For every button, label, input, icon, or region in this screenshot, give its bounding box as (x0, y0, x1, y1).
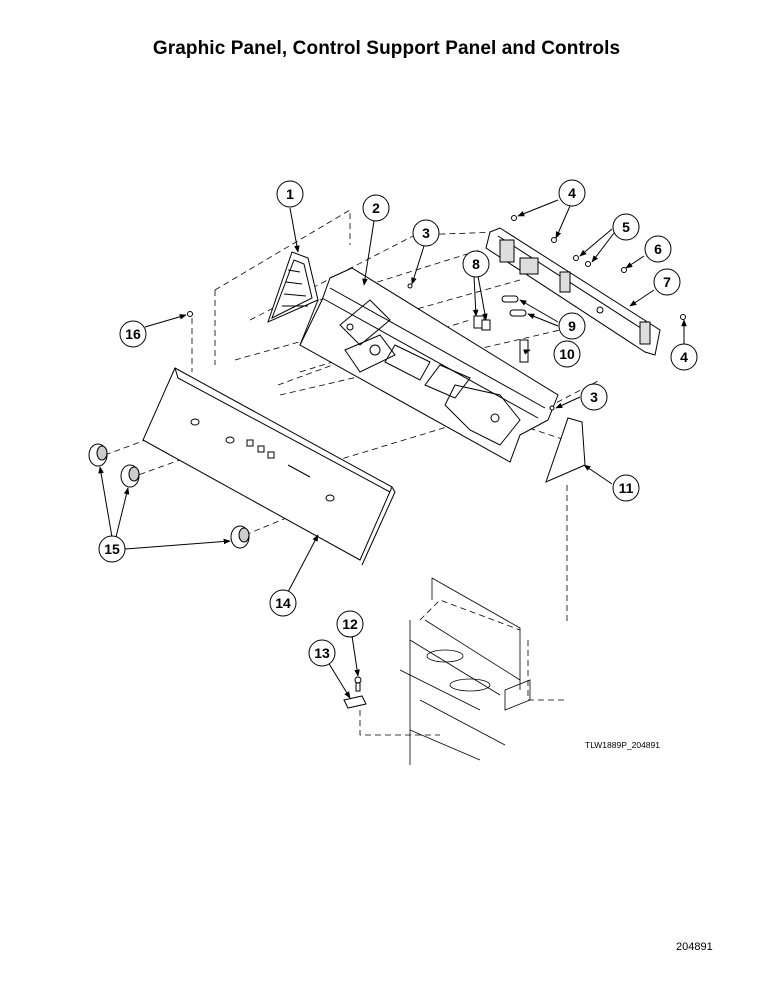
callout-circle (412, 219, 440, 247)
callout-circle (269, 589, 297, 617)
knob-1 (88, 443, 108, 467)
callout-circle (308, 639, 336, 667)
callout-label: 13 (314, 645, 330, 661)
callout-label: 10 (559, 346, 575, 362)
page-number: 204891 (676, 941, 713, 953)
callout-10: 10 (553, 340, 581, 368)
callout-circle (612, 474, 640, 502)
callout-6: 6 (644, 235, 672, 263)
callout-label: 11 (619, 480, 634, 496)
callout-label: 12 (342, 616, 358, 632)
callout-circle (276, 180, 304, 208)
part-15-knobs (88, 443, 250, 549)
callout-circle (336, 610, 364, 638)
callout-label: 4 (568, 185, 576, 201)
part-1-side-bracket (267, 251, 319, 323)
callout-13: 13 (308, 639, 336, 667)
cabinet-top-view (399, 577, 531, 765)
knob-2 (120, 464, 140, 488)
callout-label: 4 (680, 349, 688, 365)
callout-circle (558, 312, 586, 340)
leader-lines (98, 199, 687, 699)
callout-circle (462, 250, 490, 278)
part-7-control-board (485, 227, 661, 356)
part-8-switch (473, 315, 491, 331)
callout-label: 15 (104, 541, 120, 557)
callout-label: 5 (622, 219, 630, 235)
callout-label: 16 (125, 326, 141, 342)
part-2-control-support-panel (299, 267, 559, 463)
callout-label: 9 (568, 318, 576, 334)
callout-9: 9 (558, 312, 586, 340)
callout-3-upper: 3 (412, 219, 440, 247)
callout-1: 1 (276, 180, 304, 208)
callout-circle (558, 179, 586, 207)
callout-3-lower: 3 (580, 383, 608, 411)
callout-label: 8 (472, 256, 480, 272)
part-13-clip (343, 695, 367, 709)
callout-circle (644, 235, 672, 263)
callout-circle (362, 194, 390, 222)
drawing-code: TLW1889P_204891 (585, 740, 660, 750)
callout-8: 8 (462, 250, 490, 278)
callout-14: 14 (269, 589, 297, 617)
callout-circle (98, 535, 126, 563)
callout-label: 2 (372, 200, 380, 216)
callout-label: 6 (654, 241, 662, 257)
callout-label: 1 (286, 186, 294, 202)
callout-11: 11 (612, 474, 640, 502)
callout-4-upper: 4 (558, 179, 586, 207)
page-title: Graphic Panel, Control Support Panel and… (152, 38, 621, 59)
callout-circle (119, 320, 147, 348)
callout-15: 15 (98, 535, 126, 563)
callout-circle (580, 383, 608, 411)
callout-circle (670, 343, 698, 371)
callout-circle (553, 340, 581, 368)
screws (187, 215, 686, 411)
callout-circle (653, 268, 681, 296)
callout-16: 16 (119, 320, 147, 348)
callout-12: 12 (336, 610, 364, 638)
knob-3 (230, 525, 250, 549)
callout-label: 14 (275, 595, 291, 611)
part-11-end-cap (545, 417, 586, 483)
part-12-screw (354, 676, 362, 692)
callout-circle (612, 213, 640, 241)
part-14-graphic-panel (142, 367, 396, 566)
callout-4-lower: 4 (670, 343, 698, 371)
callout-2: 2 (362, 194, 390, 222)
callout-label: 7 (663, 274, 671, 290)
part-9-indicator-lenses (501, 295, 527, 317)
callout-label: 3 (422, 225, 430, 241)
callout-label: 3 (590, 389, 598, 405)
callout-5: 5 (612, 213, 640, 241)
callout-7: 7 (653, 268, 681, 296)
